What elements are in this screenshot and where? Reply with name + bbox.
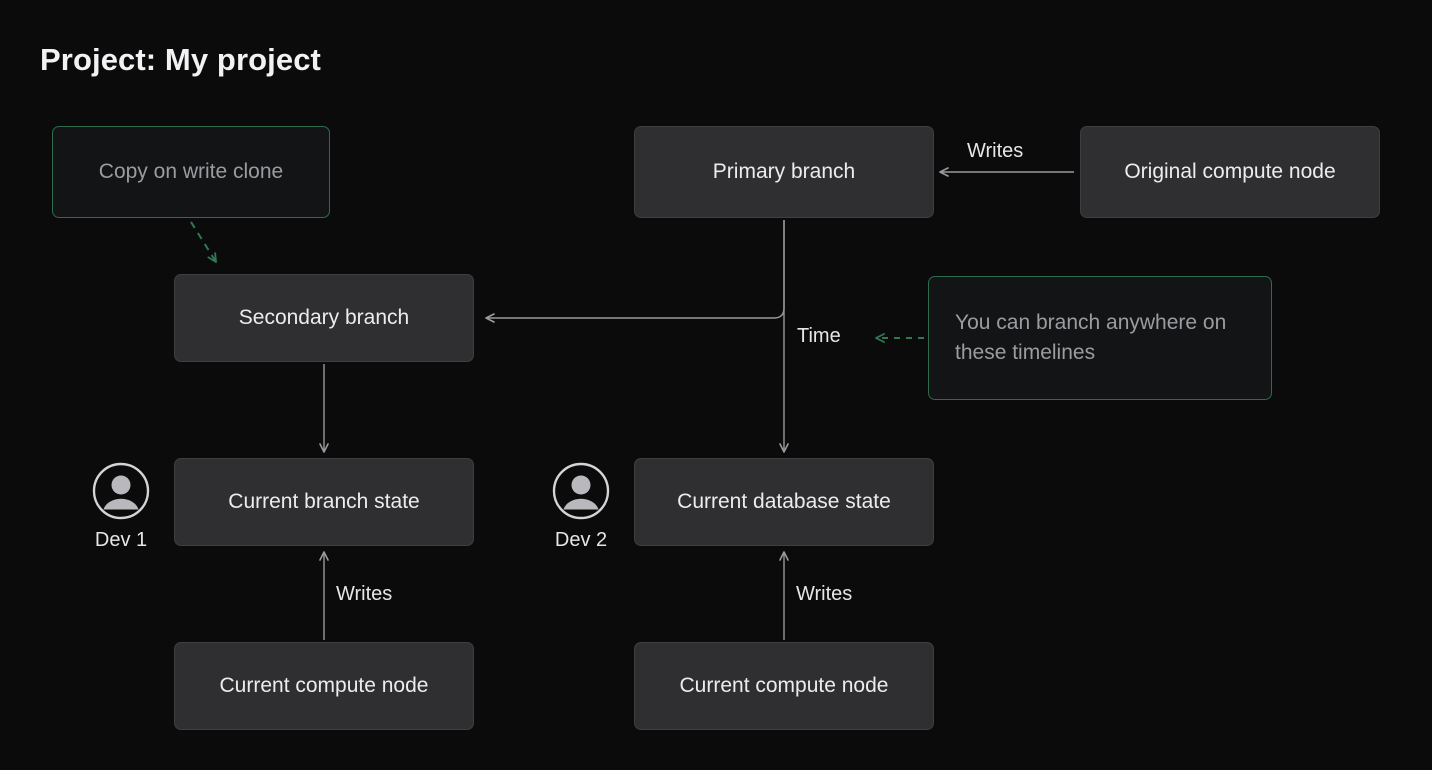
edge-label-writes-top: Writes <box>967 140 1024 162</box>
user-avatar-icon <box>92 462 150 525</box>
edge-primary-to-secondary <box>485 220 785 323</box>
node-secondary-branch-label: Secondary branch <box>238 306 410 330</box>
node-original-compute-node-label: Original compute node <box>1124 160 1336 184</box>
node-branch-anywhere-note[interactable]: You can branch anywhere on these timelin… <box>928 276 1272 400</box>
edge-label-writes-right: Writes <box>796 583 853 605</box>
node-primary-branch[interactable]: Primary branch <box>634 126 934 218</box>
edge-label-time: Time <box>797 325 841 347</box>
node-original-compute-node[interactable]: Original compute node <box>1080 126 1380 218</box>
node-secondary-branch[interactable]: Secondary branch <box>174 274 474 362</box>
node-copy-on-write-clone[interactable]: Copy on write clone <box>52 126 330 218</box>
edge-clone-to-secondary <box>190 221 217 263</box>
node-current-database-state-label: Current database state <box>677 490 891 514</box>
actor-dev-1-label: Dev 1 <box>94 529 148 551</box>
node-current-compute-node-right[interactable]: Current compute node <box>634 642 934 730</box>
node-current-compute-node-left[interactable]: Current compute node <box>174 642 474 730</box>
actor-dev-2-label: Dev 2 <box>554 529 608 551</box>
node-current-compute-node-left-label: Current compute node <box>219 674 429 698</box>
actor-dev-1[interactable]: Dev 1 <box>92 462 150 552</box>
edge-label-writes-left: Writes <box>336 583 393 605</box>
node-current-branch-state-label: Current branch state <box>228 490 420 514</box>
actor-dev-2[interactable]: Dev 2 <box>552 462 610 552</box>
node-current-compute-node-right-label: Current compute node <box>679 674 889 698</box>
node-primary-branch-label: Primary branch <box>712 160 856 184</box>
node-current-database-state[interactable]: Current database state <box>634 458 934 546</box>
node-branch-anywhere-note-label: You can branch anywhere on these timelin… <box>955 310 1227 364</box>
user-avatar-icon <box>552 462 610 525</box>
node-current-branch-state[interactable]: Current branch state <box>174 458 474 546</box>
node-copy-on-write-clone-label: Copy on write clone <box>98 160 284 184</box>
page-title: Project: My project <box>40 42 321 77</box>
